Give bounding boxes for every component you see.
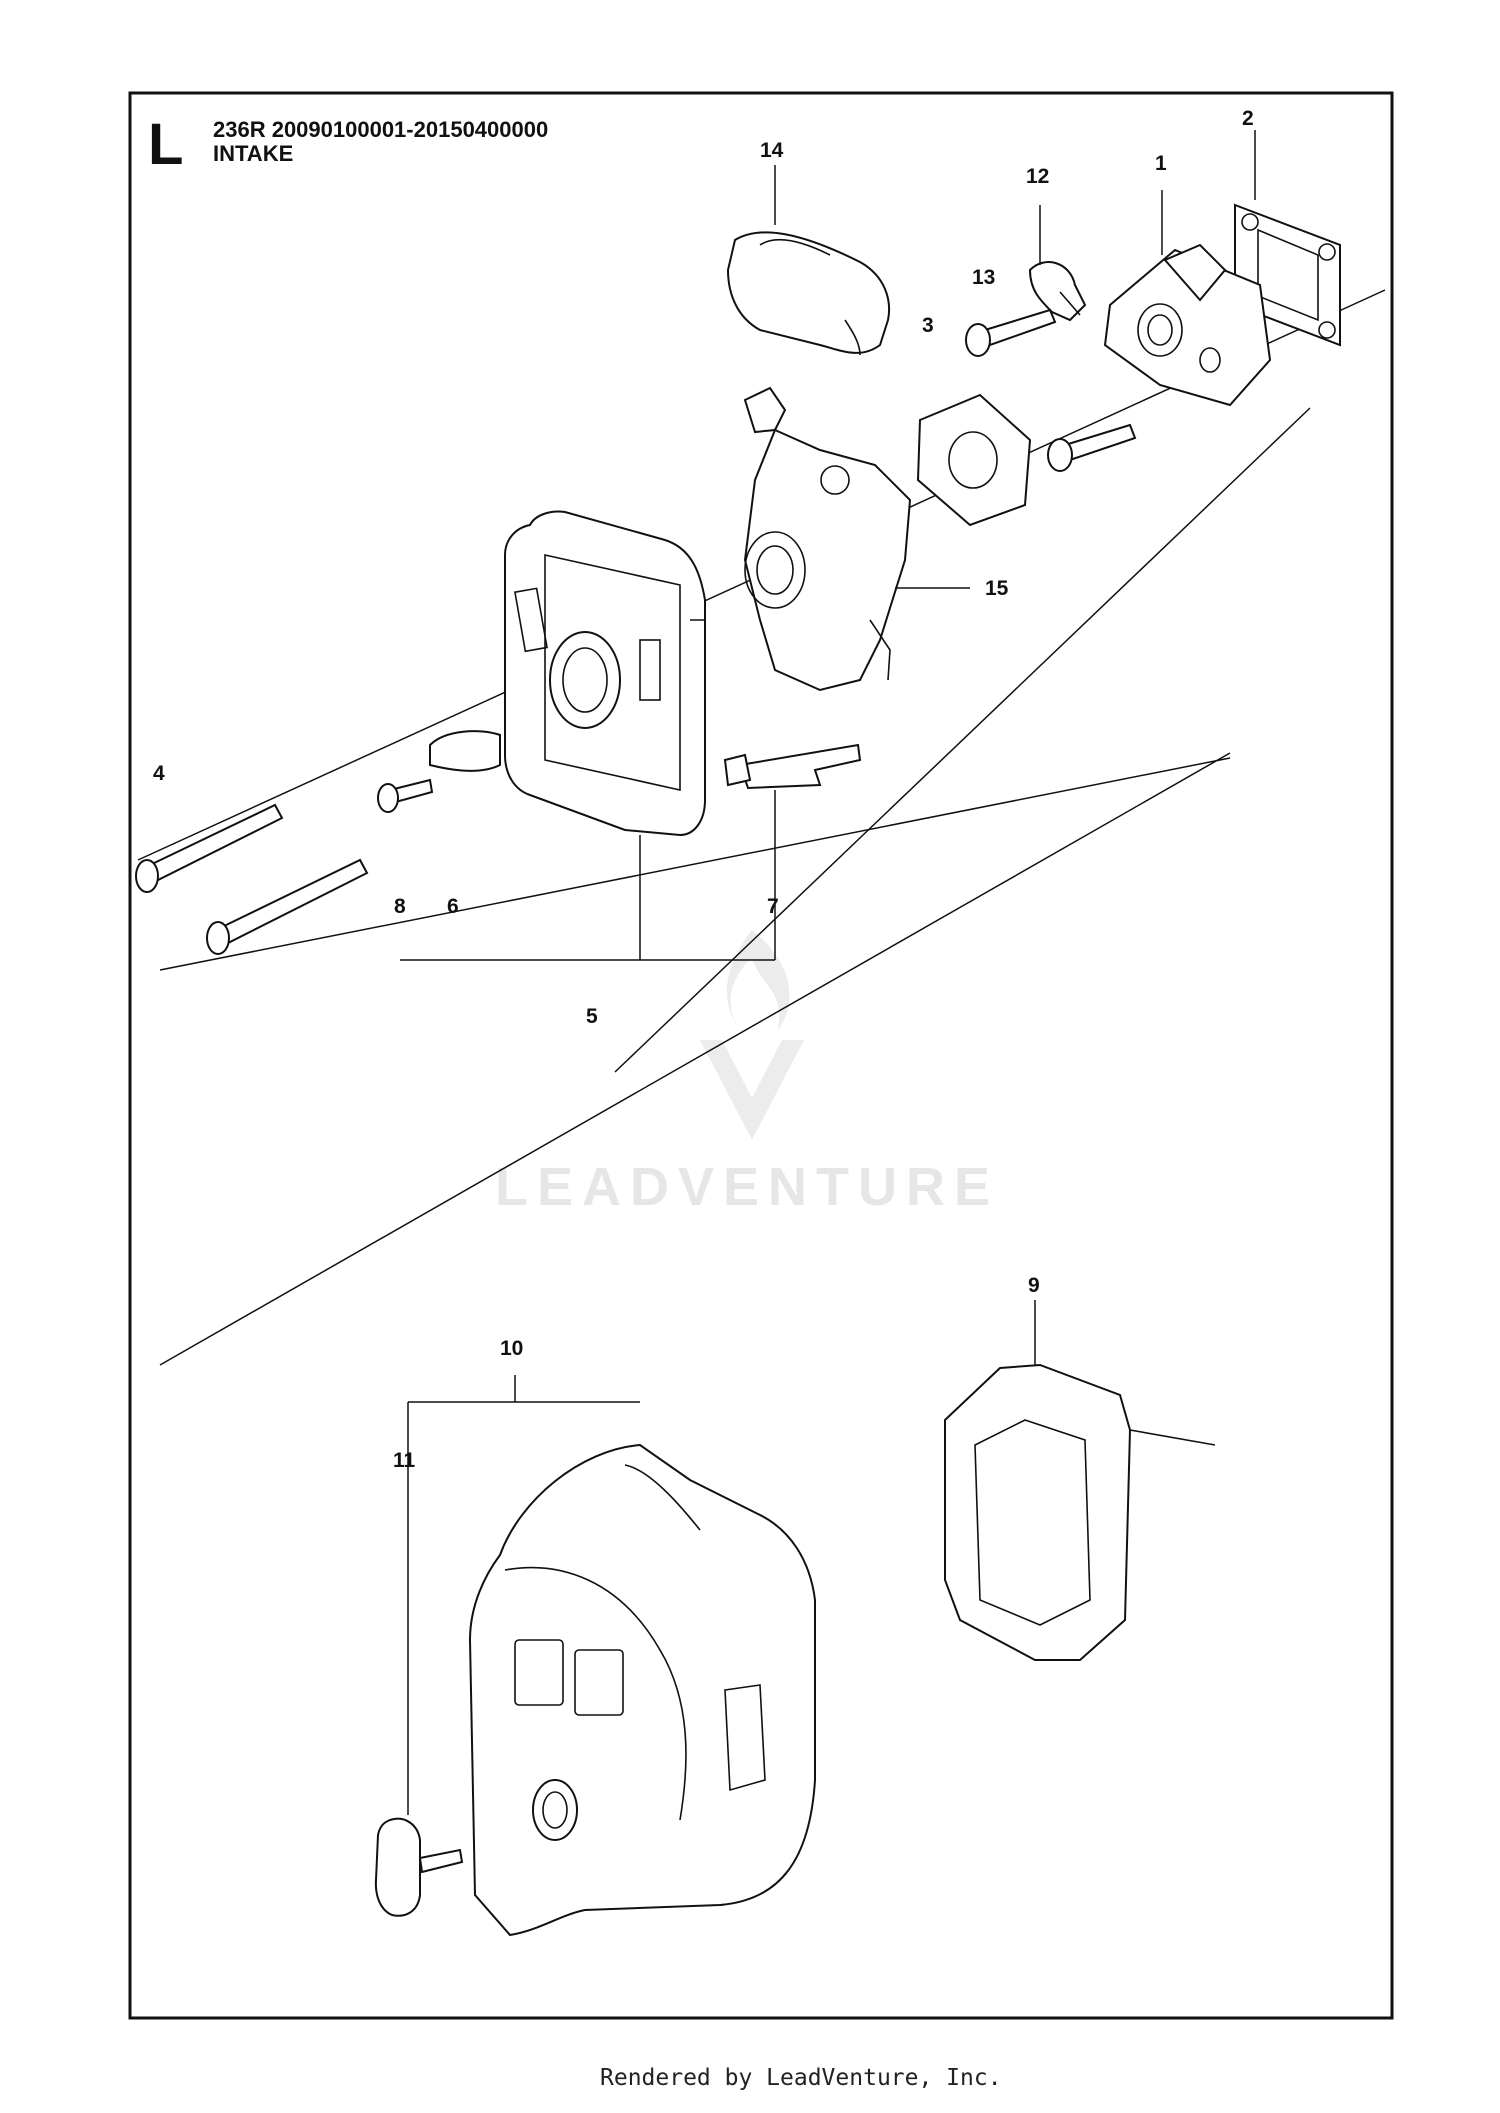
- part-9-air-filter: [944, 1363, 1216, 1661]
- callout-8: 8: [394, 895, 406, 918]
- footer-credit: Rendered by LeadVenture, Inc.: [600, 2065, 1002, 2091]
- callout-9: 9: [1028, 1274, 1040, 1297]
- leadventure-watermark: LEADVENTURE: [495, 930, 999, 1217]
- callout-1: 1: [1155, 152, 1167, 175]
- assembly-name: INTAKE: [213, 141, 293, 166]
- part-5-filter-housing: [504, 510, 706, 837]
- part-4-bolt-lower: [206, 858, 369, 955]
- part-6-choke-plate: [429, 730, 501, 772]
- callout-2: 2: [1242, 107, 1254, 130]
- part-10-filter-cover: [468, 1443, 816, 1937]
- part-8-screw: [377, 778, 434, 813]
- part-14-carburetor-cover: [726, 231, 890, 356]
- callout-13: 13: [972, 266, 995, 289]
- callout-10: 10: [500, 1337, 523, 1360]
- callout-7: 7: [767, 895, 779, 918]
- callout-6: 6: [447, 895, 459, 918]
- callout-11: 11: [393, 1449, 416, 1472]
- callout-3: 3: [922, 314, 934, 337]
- part-15-carburetor: [743, 386, 912, 692]
- section-letter: L: [148, 112, 183, 177]
- carburetor-gasket: [916, 393, 1032, 527]
- diagram-frame: [128, 91, 1394, 2020]
- callout-14: 14: [760, 139, 784, 162]
- v-logo-icon: [700, 1040, 804, 1140]
- callout-15: 15: [985, 577, 1009, 600]
- part-4-bolt-upper: [135, 803, 284, 893]
- callout-5: 5: [586, 1005, 598, 1028]
- part-12-clamp: [1028, 261, 1087, 322]
- callout-4: 4: [153, 762, 165, 785]
- part-1-intake-flange: [1103, 243, 1272, 407]
- part-3-screw-upper: [965, 308, 1057, 357]
- part-11-knob: [374, 1817, 464, 1917]
- part-3-screw-lower: [1047, 423, 1137, 472]
- watermark-text: LEADVENTURE: [495, 1157, 999, 1217]
- part-7-choke-lever: [723, 743, 862, 790]
- callout-12: 12: [1026, 165, 1049, 188]
- model-range: 236R 20090100001-20150400000: [213, 117, 548, 142]
- flame-logo-icon: [726, 930, 790, 1030]
